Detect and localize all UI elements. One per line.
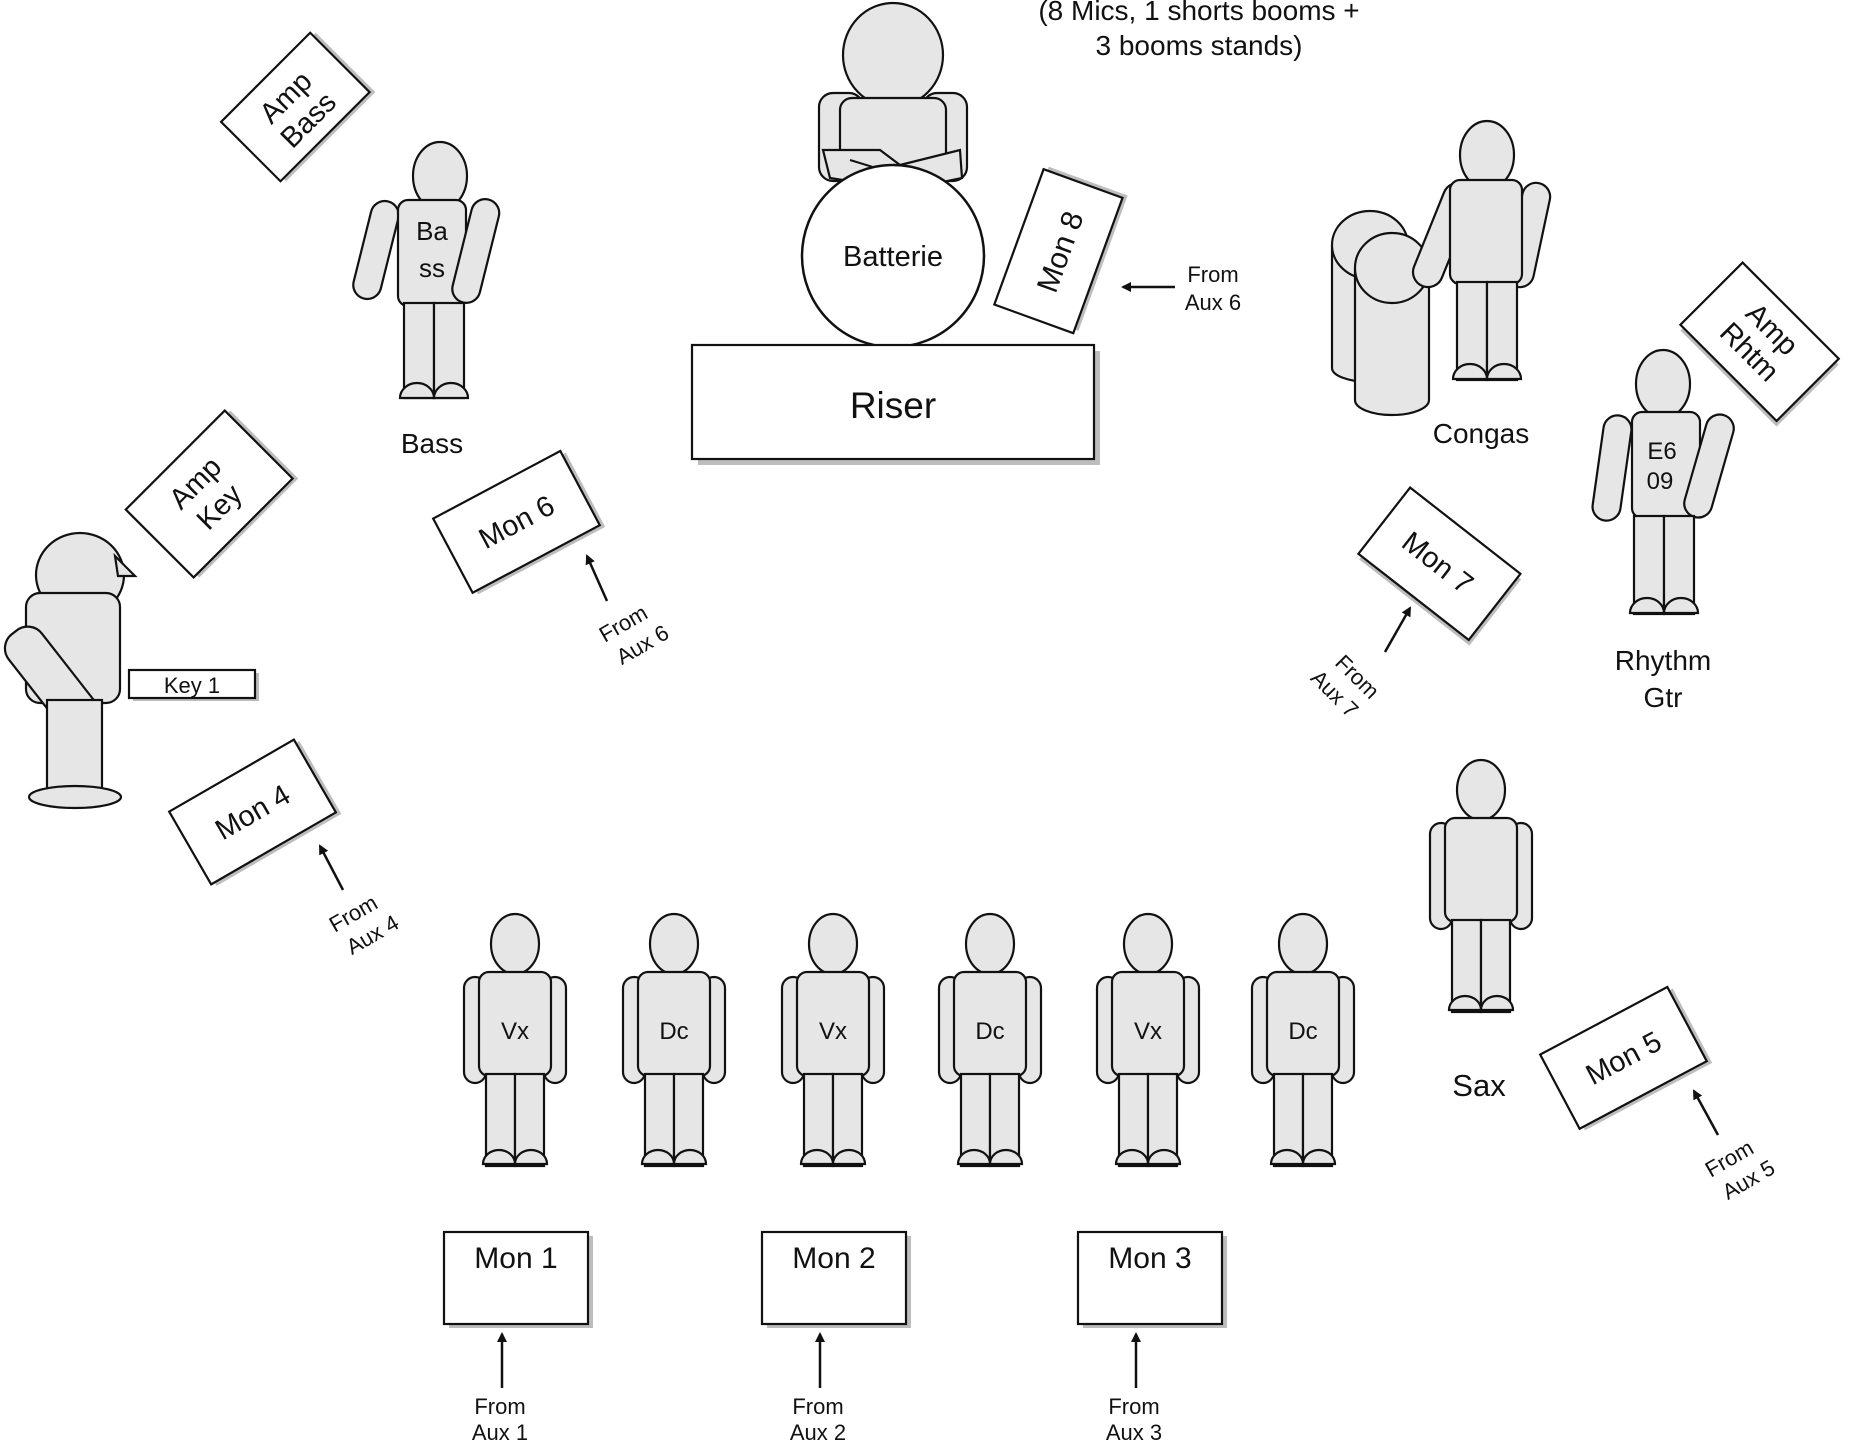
congas-label: Congas	[1433, 418, 1530, 449]
sax-player	[1428, 758, 1534, 1014]
drummer-figure	[817, 1, 969, 192]
monitor-8-aux: Aux 6	[1185, 290, 1241, 315]
front-performer-6-shirt: Dc	[1288, 1018, 1317, 1045]
monitor-2-from: From	[792, 1394, 843, 1419]
monitor-5-feed-arrow	[1692, 1089, 1720, 1136]
amp-key: Amp Key	[124, 409, 299, 579]
monitor-1-from: From	[474, 1394, 525, 1419]
sax-label: Sax	[1452, 1068, 1506, 1103]
monitor-2-aux: Aux 2	[790, 1420, 846, 1445]
monitor-3-from: From	[1108, 1394, 1159, 1419]
monitor-8: Mon 8	[992, 166, 1128, 335]
monitor-3	[1076, 1230, 1224, 1326]
monitor-1-aux: Aux 1	[472, 1420, 528, 1445]
rhythm-shirt-line2: 09	[1647, 468, 1674, 495]
amp-rhythm: Amp Rhtm	[1678, 261, 1841, 427]
monitor-5: Mon 5	[1538, 985, 1713, 1131]
rhythm-guitar-player	[1591, 348, 1735, 616]
keyboard-player	[3, 531, 138, 810]
monitor-6-feed-arrow	[585, 554, 609, 602]
front-performer-5-shirt: Vx	[1134, 1018, 1162, 1045]
riser	[690, 343, 1096, 461]
bass-player	[352, 140, 501, 400]
rhythm-label-line2: Gtr	[1644, 682, 1683, 713]
congas-drums	[1330, 209, 1431, 417]
bass-label: Bass	[401, 428, 463, 459]
amp-bass: Amp Bass	[219, 31, 376, 183]
keyboard-label: Key 1	[164, 673, 220, 698]
monitor-1	[442, 1230, 590, 1326]
monitor-3-label: Mon 3	[1108, 1242, 1191, 1275]
front-performer-1-shirt: Vx	[501, 1018, 529, 1045]
monitor-8-from: From	[1187, 262, 1238, 287]
bass-shirt-line1: Ba	[416, 216, 448, 246]
rhythm-shirt-line1: E6	[1647, 438, 1676, 465]
monitor-1-label: Mon 1	[474, 1242, 557, 1275]
conga-player	[1411, 119, 1552, 382]
monitor-2-label: Mon 2	[792, 1242, 875, 1275]
header-note-line2: 3 booms stands)	[1096, 30, 1303, 61]
monitor-7-feed-arrow	[1383, 606, 1412, 653]
front-performer-4-shirt: Dc	[975, 1018, 1004, 1045]
monitor-4: Mon 4	[167, 738, 342, 886]
bass-shirt-line2: ss	[419, 253, 445, 283]
monitor-6: Mon 6	[431, 449, 606, 595]
monitor-2	[760, 1230, 908, 1326]
monitor-3-aux: Aux 3	[1106, 1420, 1162, 1445]
keyboard	[127, 668, 257, 700]
header-note-line1: (8 Mics, 1 shorts booms +	[1038, 0, 1359, 26]
rhythm-label-line1: Rhythm	[1615, 645, 1711, 676]
front-performer-2-shirt: Dc	[659, 1018, 688, 1045]
monitor-7: Mon 7	[1356, 486, 1522, 646]
front-performer-3-shirt: Vx	[819, 1018, 847, 1045]
monitor-4-feed-arrow	[318, 844, 345, 891]
drum-kit-label: Batterie	[843, 241, 943, 273]
riser-label: Riser	[850, 385, 936, 426]
